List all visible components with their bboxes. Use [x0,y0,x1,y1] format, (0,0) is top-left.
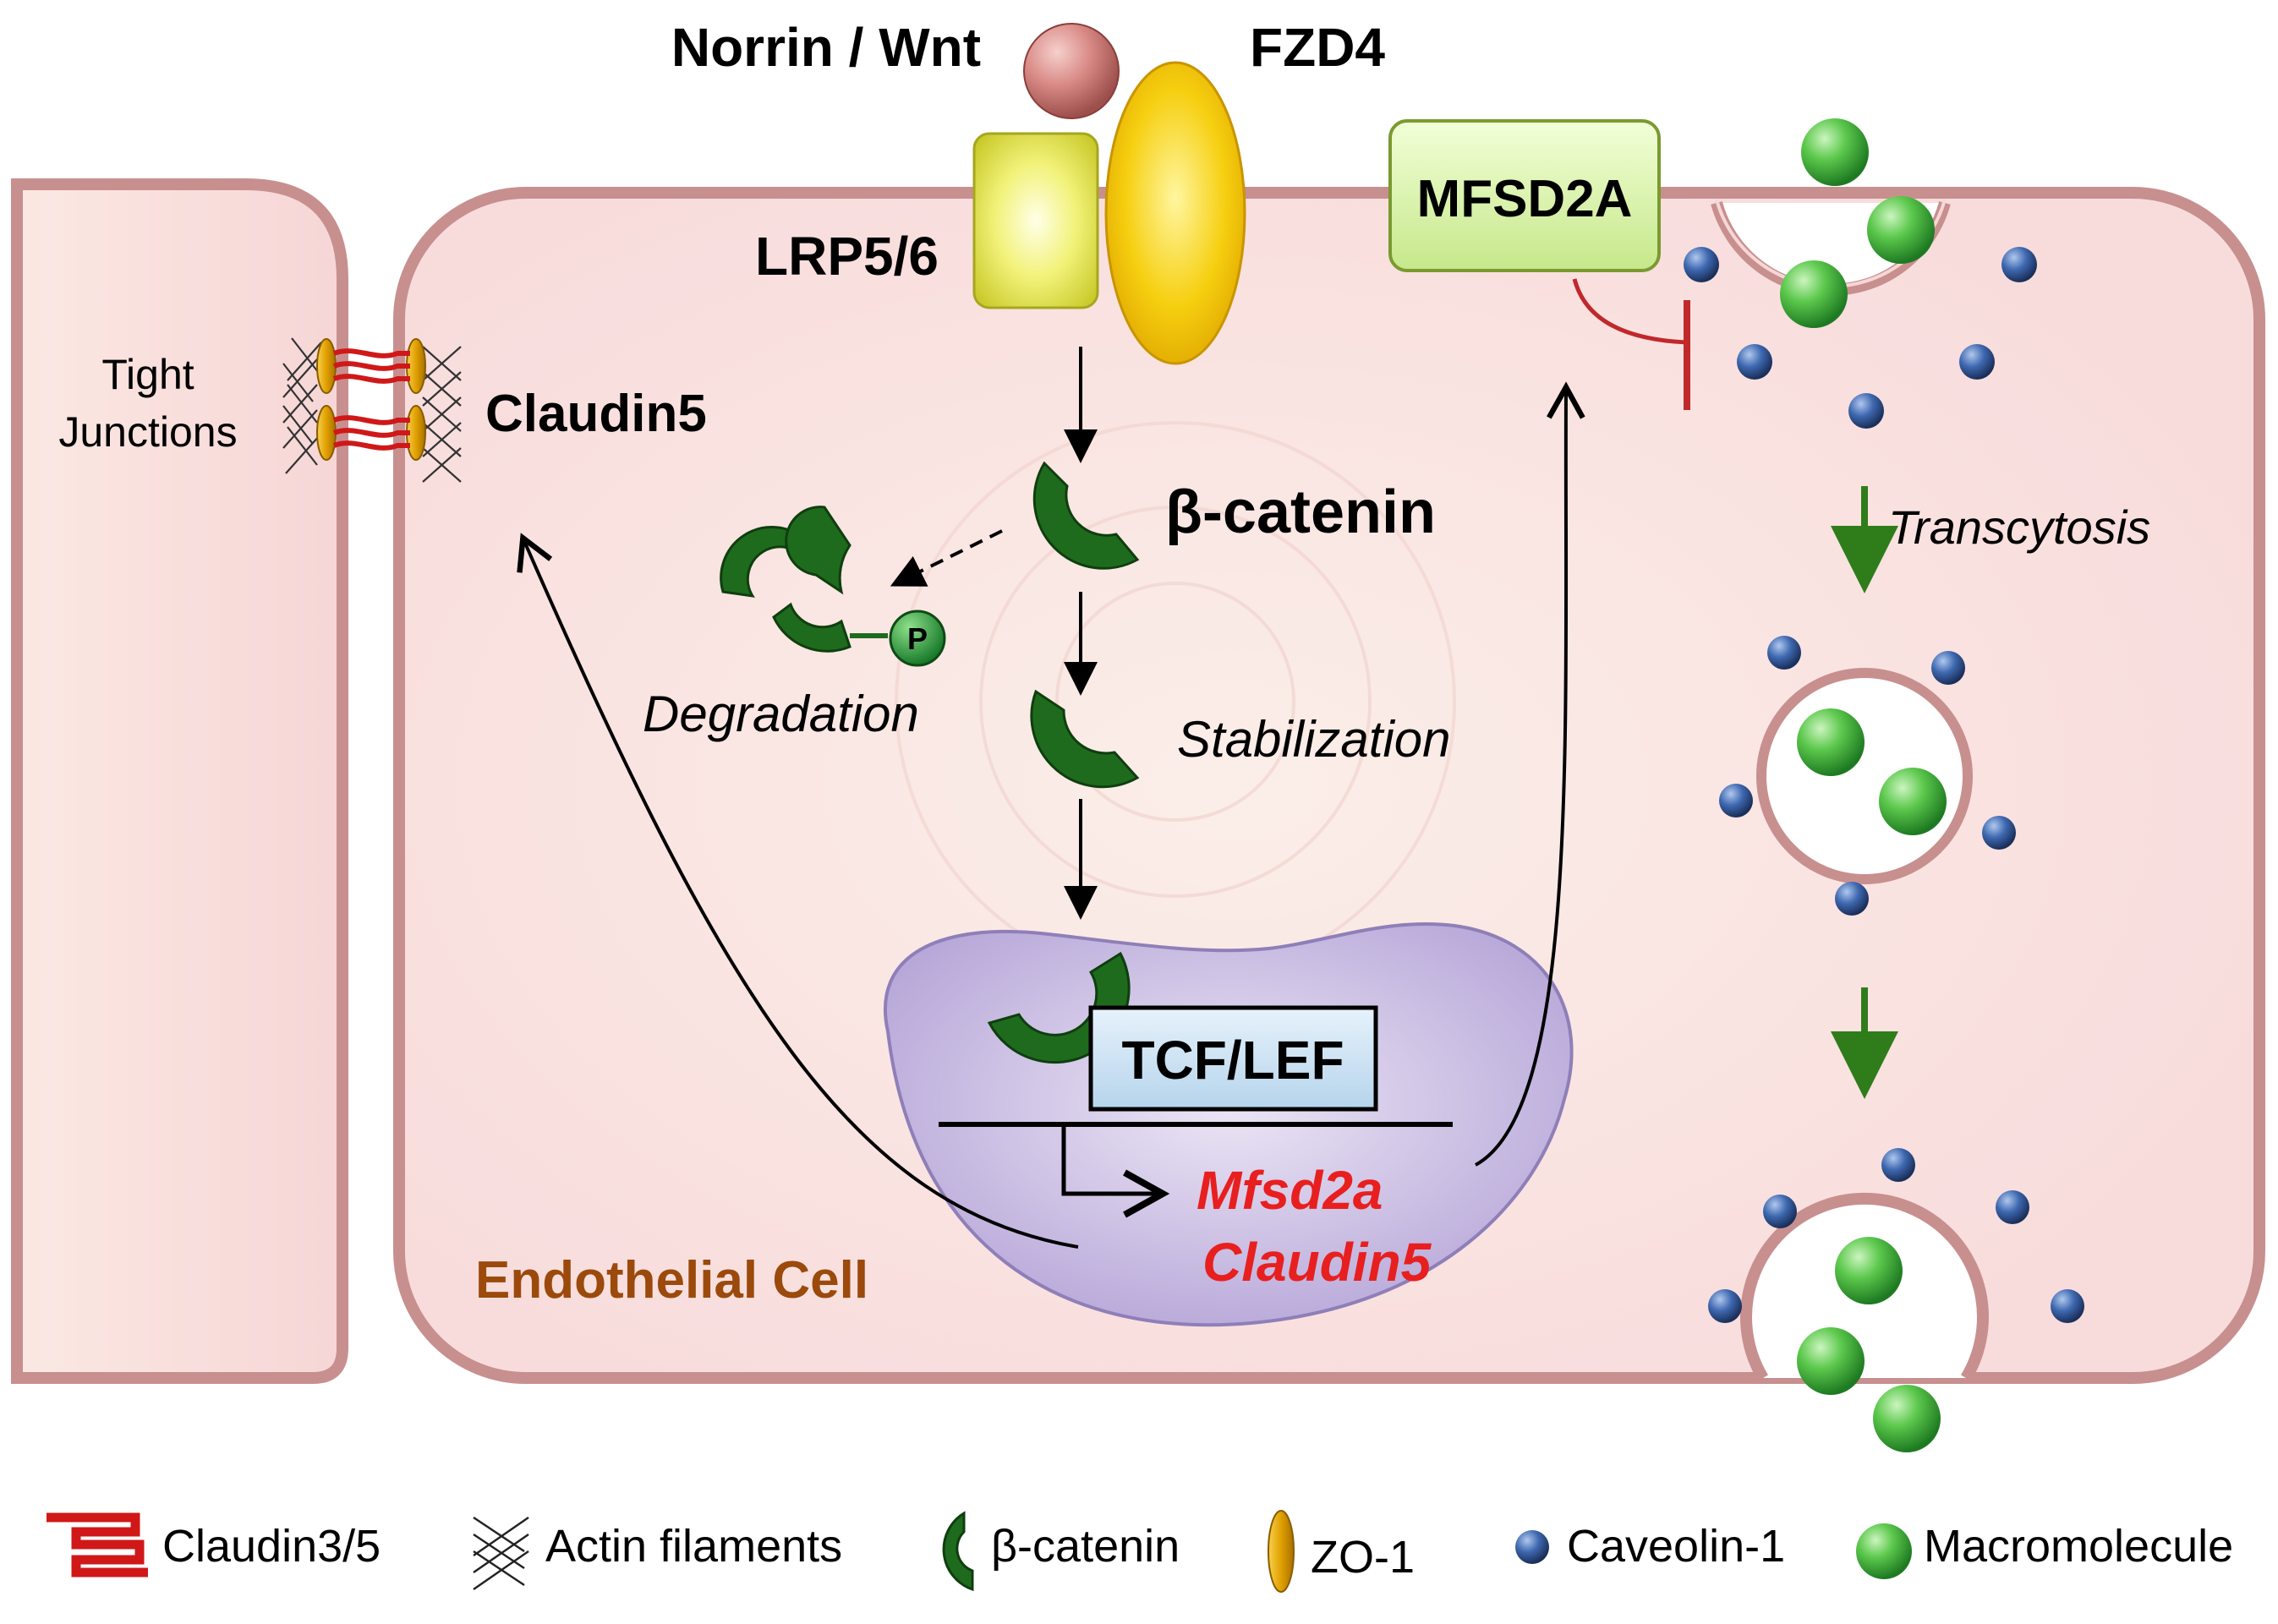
endothelial-cell [393,187,2265,1384]
caveolin-icon [1515,1530,1549,1564]
legend-item-zo1: ZO-1 [1268,1510,1415,1593]
caveolin-icon [1959,344,1995,380]
caveolin-icon [1848,393,1884,429]
tcf-lef-box [1088,1005,1378,1112]
vesicle-top [1684,118,2037,429]
caveolin-icon [1719,784,1753,817]
beta-catenin-degraded [720,506,946,667]
legend-item-caveolin: Caveolin-1 [1515,1521,1785,1572]
legend: Claudin3/5 Actin filaments β-catenin ZO-… [47,1510,2233,1593]
claudin5-label: Claudin5 [485,385,707,443]
gene-claudin5-label: Claudin5 [1202,1232,1432,1293]
caveolin-icon [1835,882,1869,916]
tight-junctions-label-2: Junctions [58,408,237,456]
caveolin-icon [1982,816,2016,850]
neighbor-cell [11,178,348,1384]
caveolin-icon [1763,1195,1797,1228]
legend-label: Actin filaments [545,1521,842,1572]
caveolin-icon [1996,1190,2029,1224]
arrow-betacatenin-to-degradation [890,529,1003,587]
vesicle-bottom [1708,1148,2084,1452]
zo1-icon [316,338,337,394]
legend-item-macromolecule: Macromolecule [1856,1521,2233,1579]
caveolin-icon [1708,1289,1742,1323]
macromolecule-icon [1780,260,1848,328]
legend-item-claudin: Claudin3/5 [47,1512,381,1578]
zo1-icon [1268,1510,1295,1593]
transcytosis-label: Transcytosis [1888,500,2150,554]
macromolecule-icon [1856,1523,1912,1579]
arrow-to-mfsd2a [1475,381,1585,1167]
fzd4-receptor [1104,61,1246,365]
macromolecule-icon [1873,1385,1941,1452]
gene-mfsd2a-label: Mfsd2a [1196,1160,1383,1221]
beta-catenin-stabilized [1030,689,1140,789]
lrp5-6-coreceptor [972,132,1099,309]
legend-item-actin: Actin filaments [473,1516,842,1591]
legend-item-beta-catenin: β-catenin [942,1511,1180,1592]
coreceptor-label: LRP5/6 [755,226,939,287]
macromolecule-icon [1801,118,1869,186]
caveolin-icon [1737,344,1772,380]
claudin-strands [332,348,410,451]
receptor-label: FZD4 [1250,17,1385,78]
caveolin-icon [1684,247,1719,282]
macromolecule-icon [1879,768,1947,835]
tight-junctions-label-1: Tight [101,351,194,398]
stabilization-label: Stabilization [1177,711,1451,768]
caveolin-icon [1881,1148,1915,1182]
actin-icon [473,1516,529,1591]
macromolecule-icon [1797,708,1865,776]
phospho-label: P [907,621,928,656]
cell-label: Endothelial Cell [475,1251,868,1310]
mfsd2a-transporter [1388,119,1661,272]
zo1-icon [316,405,337,461]
arrow-to-claudin5 [517,533,1079,1249]
norrin-wnt-ligand [1023,23,1120,119]
macromolecule-icon [1797,1327,1865,1395]
transcription-arrow [1061,1124,1170,1218]
macromolecule-icon [1867,196,1935,264]
legend-label: Macromolecule [1924,1521,2233,1572]
tcf-lef-label: TCF/LEF [1121,1030,1344,1091]
caveolin-icon [2001,247,2037,282]
macromolecule-icon [1835,1237,1903,1304]
claudin-icon [47,1512,148,1578]
tight-junction [282,337,462,483]
phospho-group [889,610,946,667]
legend-label: Claudin3/5 [162,1521,381,1572]
legend-label: ZO-1 [1311,1532,1415,1583]
caveolin-icon [1931,651,1965,685]
beta-catenin-icon [942,1511,974,1592]
caveolin-icon [1767,636,1801,670]
vesicle-middle [1719,636,2016,916]
caveolin-icon [2051,1289,2084,1323]
degradation-label: Degradation [643,686,919,742]
inhibition-line [1572,278,1688,345]
actin-filaments [282,337,462,483]
beta-catenin-label: β-catenin [1165,478,1436,546]
ligand-label: Norrin / Wnt [671,17,981,78]
transporter-label: MFSD2A [1417,170,1633,228]
legend-label: β-catenin [991,1521,1180,1572]
beta-catenin-active [1032,461,1140,570]
legend-label: Caveolin-1 [1567,1521,1785,1572]
